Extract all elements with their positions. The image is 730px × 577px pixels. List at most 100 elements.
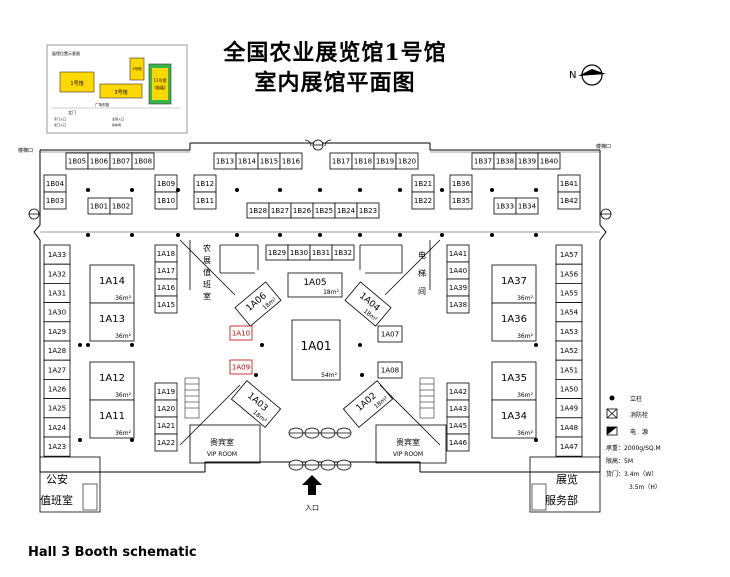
booth-1b32: 1B32 (331, 244, 355, 261)
inset-note-4: 停车场 (112, 122, 121, 127)
booth-id: 1A38 (449, 301, 467, 309)
booth-id: 1B39 (518, 158, 536, 166)
booth-1a33: 1A33 (43, 244, 71, 265)
booth-area: 36m² (517, 392, 533, 399)
security-line-2: 值班室 (40, 493, 73, 507)
booth-id: 1A45 (449, 422, 467, 430)
booth-1a26: 1A26 (43, 378, 71, 399)
booth-id: 1B37 (474, 158, 492, 166)
legend-spec-height: 限高：5M (606, 457, 633, 465)
booth-1a39: 1A39 (446, 278, 470, 297)
booth-id: 1A39 (449, 284, 467, 292)
security-line-1: 公安 (46, 472, 68, 486)
entrance-doors (288, 427, 352, 471)
booth-1a22: 1A22 (154, 433, 178, 452)
booth-area: 36m² (115, 295, 131, 302)
booth-1a10: 1A10 (229, 325, 253, 341)
booth-area: 36m² (115, 430, 131, 437)
booth-id: 1A40 (449, 267, 467, 275)
booth-id: 1A10 (232, 330, 250, 338)
booth-1a36: 1A36 36m² (491, 302, 537, 342)
ne-stair-label: 楼梯口 (596, 143, 611, 150)
booth-area: 36m² (517, 295, 533, 302)
pillar (358, 188, 362, 192)
booth-id: 1A30 (48, 309, 66, 317)
booth-id: 1A08 (381, 367, 399, 375)
booth-id: 1B07 (112, 158, 130, 166)
booth-id: 1A25 (48, 405, 66, 413)
booth-1a37: 1A37 36m² (491, 264, 537, 304)
booth-1a51: 1A51 (555, 359, 583, 380)
booth-1b39: 1B39 (515, 152, 539, 170)
booth-1b38: 1B38 (493, 152, 517, 170)
booth-id: 1B33 (496, 203, 514, 211)
booth-1a14: 1A14 36m² (89, 264, 135, 304)
booth-id: 1A48 (560, 424, 578, 432)
vip-left-en: VIP ROOM (207, 451, 237, 458)
booth-1b41: 1B41 (557, 174, 581, 193)
pillar (235, 233, 239, 237)
booth-1a46: 1A46 (446, 433, 470, 452)
booth-id: 1B10 (157, 197, 175, 205)
booth-id: 1A24 (48, 424, 67, 432)
booth-id: 1B02 (112, 203, 130, 211)
booth-1a48: 1A48 (555, 417, 583, 438)
booth-id: 1A32 (48, 270, 66, 278)
booth-1a47: 1A47 (555, 436, 583, 457)
booth-1a40: 1A40 (446, 261, 470, 280)
booth-id: 1A47 (560, 443, 578, 451)
booth-id: 1A36 (501, 314, 527, 325)
booth-id: 1A23 (48, 443, 66, 451)
booth-id: 1A14 (99, 276, 125, 287)
pillar (440, 233, 444, 237)
booth-1a41: 1A41 (446, 244, 470, 263)
booth-1b07: 1B07 (109, 152, 133, 170)
central-walls (179, 239, 441, 446)
legend-hydrant-label: 消防栓 (630, 411, 648, 419)
booth-id: 1B03 (46, 197, 64, 205)
booth-1b17: 1B17 (329, 152, 353, 170)
booth-id: 1B26 (293, 207, 312, 215)
booth-id: 1B24 (337, 207, 356, 215)
booth-id: 1A17 (157, 267, 175, 275)
north-arrow: N (569, 64, 606, 86)
booth-1b15: 1B15 (257, 152, 281, 170)
booth-1b35: 1B35 (449, 191, 473, 210)
inset-note-3: 主馆入口 (112, 116, 124, 121)
elevator-char-1: 电 (418, 250, 426, 260)
booth-id: 1A13 (99, 314, 125, 325)
booth-id: 1A31 (48, 290, 66, 298)
agri-office-char-4: 班 (203, 279, 211, 289)
booth-1a42: 1A42 (446, 382, 470, 401)
booth-area: 36m² (517, 333, 533, 340)
pillar (490, 188, 494, 192)
booth-id: 1A37 (501, 276, 527, 287)
booth-id: 1A54 (560, 309, 579, 317)
booth-id: 1B09 (157, 180, 175, 188)
inset-gate: 北门 (68, 109, 76, 115)
booth-1b09: 1B09 (154, 174, 178, 193)
booth-id: 1B08 (134, 158, 152, 166)
booth-id: 1A52 (560, 347, 578, 355)
booth-1a23: 1A23 (43, 436, 71, 457)
booth-1a27: 1A27 (43, 359, 71, 380)
booth-id: 1B38 (496, 158, 514, 166)
booth-1b27: 1B27 (268, 202, 292, 219)
booth-1b02: 1B02 (109, 197, 133, 215)
booth-id: 1B13 (216, 158, 234, 166)
booth-id: 1A19 (157, 388, 175, 396)
pillar (260, 343, 264, 347)
booth-id: 1A15 (157, 301, 175, 309)
booth-1a29: 1A29 (43, 321, 71, 342)
inset-hall-11-sub: (临展) (154, 84, 166, 90)
inset-hall-5-label: 5号馆 (132, 66, 142, 71)
booth-id: 1B32 (334, 249, 352, 257)
booth-id: 1B15 (260, 158, 278, 166)
booth-1a53: 1A53 (555, 321, 583, 342)
service-line-1: 展览 (556, 472, 578, 486)
booth-id: 1B42 (560, 197, 578, 205)
